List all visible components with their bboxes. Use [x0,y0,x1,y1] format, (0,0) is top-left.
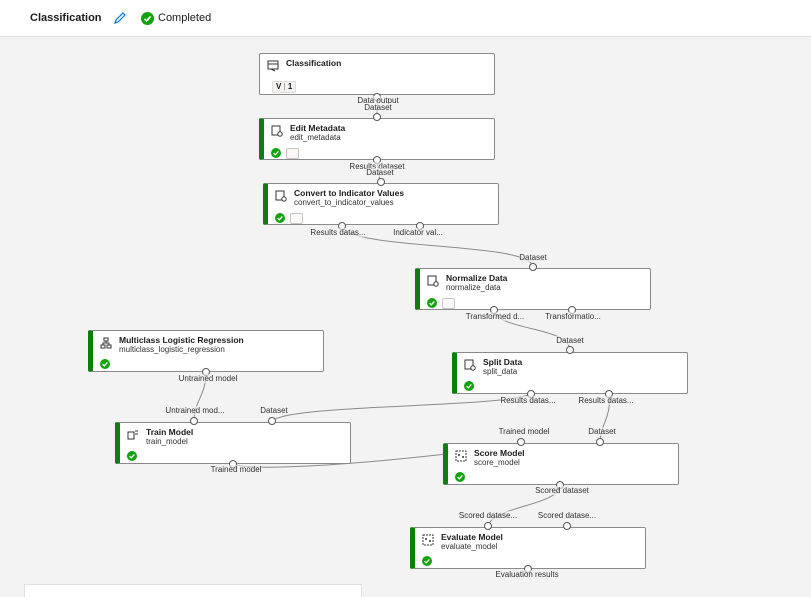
port-label: Transformatio... [545,312,601,321]
input-port[interactable] [268,417,276,425]
port-label: Results dataset [349,162,405,171]
port-label: Indicator val... [393,228,443,237]
input-port[interactable] [596,438,604,446]
input-port[interactable] [190,417,198,425]
port-label: Trained model [498,427,550,436]
node-evaluate-model[interactable]: Evaluate Model evaluate_model [410,527,646,569]
node-subtitle: edit_metadata [290,133,341,142]
node-title: Split Data [483,357,523,367]
completed-check-icon [427,298,437,308]
node-subtitle: convert_to_indicator_values [294,198,394,207]
completed-check-icon [422,556,432,566]
module-icon [464,358,476,371]
port-label: Results datas... [578,396,634,405]
port-label: Trained model [210,465,262,474]
completed-status-icon [141,12,154,25]
cached-result-icon [442,298,455,309]
port-label: Data output [357,96,399,105]
node-title: Edit Metadata [290,123,346,133]
node-train-model[interactable]: Train Model train_model [115,422,351,464]
node-subtitle: train_model [146,437,188,446]
input-port[interactable] [517,438,525,446]
algorithm-icon [100,336,112,349]
node-subtitle: evaluate_model [441,542,498,551]
completed-check-icon [100,359,110,369]
module-icon [275,189,287,202]
pipeline-title: Classification [30,12,102,24]
input-port[interactable] [529,263,537,271]
completed-check-icon [127,451,137,461]
wire-split-to-train [271,393,532,422]
pipeline-header: Classification Completed [0,0,811,37]
input-port[interactable] [377,178,385,186]
port-label: Dataset [588,427,616,436]
port-label: Scored dataset [535,486,589,495]
cached-result-icon [286,148,299,159]
node-subtitle: split_data [483,367,518,376]
port-label: Scored datase... [458,511,518,520]
run-status-label: Completed [158,12,212,24]
module-icon [427,274,439,287]
node-subtitle: multiclass_logistic_regression [119,345,225,354]
port-label: Dataset [366,168,394,177]
port-label: Evaluation results [495,570,559,579]
input-port[interactable] [373,113,381,121]
port-label: Dataset [519,253,547,262]
node-title: Train Model [146,427,194,437]
port-label: Results datas... [500,396,556,405]
node-title: Classification [286,58,342,68]
node-title: Score Model [474,448,525,458]
node-multiclass-logistic-regression[interactable]: Multiclass Logistic Regression multiclas… [88,330,324,372]
version-number: 1 [287,82,293,91]
score-icon [455,449,467,462]
node-title: Convert to Indicator Values [294,188,405,198]
node-classification-dataset[interactable]: Classification V | 1 [259,53,495,95]
module-icon [271,124,283,137]
port-label: Dataset [260,406,288,415]
node-edit-metadata[interactable]: Edit Metadata edit_metadata [259,118,495,160]
input-port[interactable] [484,522,492,530]
input-port[interactable] [563,522,571,530]
node-title: Evaluate Model [441,532,503,542]
port-label: Scored datase... [537,511,597,520]
version-badge[interactable]: V | 1 [272,81,297,93]
node-convert-to-indicator-values[interactable]: Convert to Indicator Values convert_to_i… [263,183,499,225]
port-label: Results datas... [310,228,366,237]
pipeline-canvas[interactable]: Classification V | 1 Edit Metadata edit_… [0,36,811,597]
input-port[interactable] [566,346,574,354]
completed-check-icon [275,213,285,223]
completed-check-icon [271,148,281,158]
node-normalize-data[interactable]: Normalize Data normalize_data [415,268,651,310]
cached-result-icon [290,213,303,224]
port-label: Dataset [556,336,584,345]
port-label: Untrained mod... [165,406,225,415]
dataset-icon [267,59,279,72]
node-split-data[interactable]: Split Data split_data [452,352,688,394]
port-label: Transformed d... [465,312,525,321]
pencil-icon[interactable] [113,11,127,25]
port-label: Untrained model [178,374,238,383]
node-subtitle: normalize_data [446,283,501,292]
completed-check-icon [464,381,474,391]
completed-check-icon [455,472,465,482]
node-title: Multiclass Logistic Regression [119,335,244,345]
node-subtitle: score_model [474,458,520,467]
version-prefix: V [276,82,282,91]
train-icon [127,428,139,440]
node-score-model[interactable]: Score Model score_model [443,443,679,485]
evaluate-icon [422,533,434,546]
port-label: Dataset [364,103,392,112]
node-title: Normalize Data [446,273,508,283]
